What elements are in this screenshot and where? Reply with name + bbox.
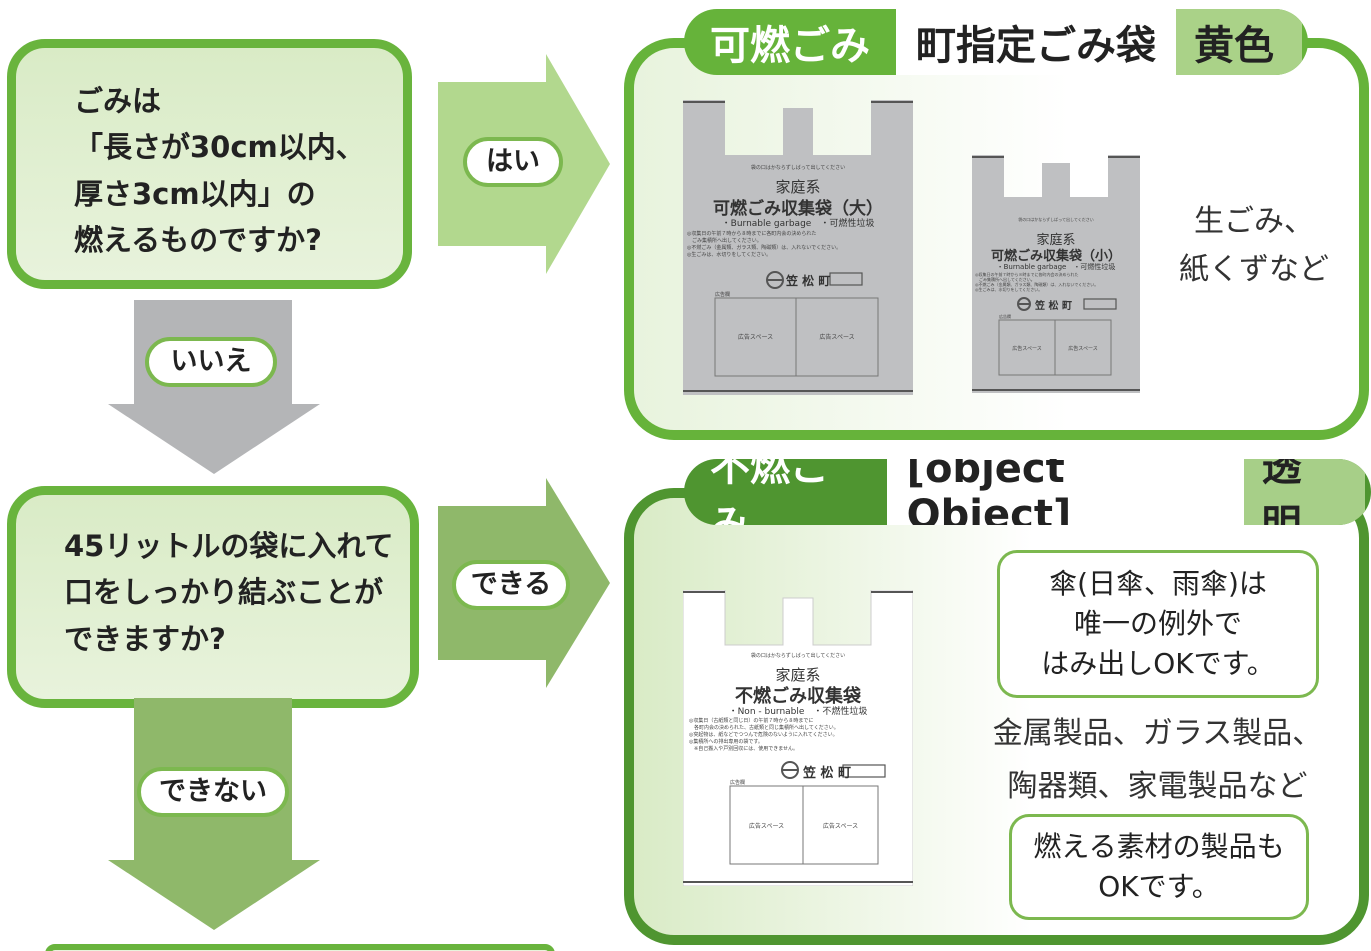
description-line: 紙くずなど <box>1179 252 1329 287</box>
bag-ad-space: 広告スペース <box>822 823 859 830</box>
can-label: できる <box>452 560 570 610</box>
bag-town: 笠 松 町 <box>1035 301 1072 312</box>
question-2-line: 45リットルの袋に入れて <box>64 529 394 563</box>
question-box-1: ごみは 「長さが30cm以内、 厚さ3cm以内」の 燃えるものですか? <box>7 39 412 289</box>
bag-ad-header: 広告欄 <box>715 292 731 298</box>
nonburnable-bag-type: [object Object] <box>886 459 1244 525</box>
bag-rule: ごみ集積所へ出してください。 <box>975 277 1035 282</box>
burnable-header: 可燃ごみ 町指定ごみ袋 黄色 <box>684 9 1308 75</box>
no-arrow <box>108 300 320 474</box>
bag-rule: ◎集積所への排出専用の袋です。 <box>689 739 763 745</box>
question-2-line: できますか? <box>64 621 226 656</box>
bag-top-note: 袋の口はかならずしばって出してください <box>750 165 846 171</box>
nonburnable-bag-color: 透明 <box>1243 459 1365 525</box>
question-1-line: 「長さが30cm以内、 <box>74 130 365 165</box>
bag-rule: ◎収集日（古紙類と同じ日）の午前７時から８時までに <box>689 718 814 724</box>
bag-ad-header: 広告欄 <box>999 314 1011 319</box>
bag-ad-space: 広告スペース <box>748 823 785 830</box>
bag-rule: ◎収集日の午前７時から８時までに各町内会の決められた <box>687 231 817 237</box>
bag-top-note: 袋の口はかならずしばって出してください <box>1018 217 1094 222</box>
bag-rule: 各町内会の決められた、古紙類と同じ集積所へ出してください。 <box>689 725 839 731</box>
question-box-2: 45リットルの袋に入れて 口をしっかり結ぶことが できますか? <box>7 486 419 708</box>
bag-title: 可燃ごみ収集袋（大） <box>713 199 883 219</box>
question-1-line: ごみは <box>74 84 162 118</box>
bag-rule: ◎突起物は、紙などでつつんで危険のないように入れてください。 <box>689 732 838 738</box>
bag-household: 家庭系 <box>775 666 821 684</box>
bag-ad-space: 広告スペース <box>737 334 774 341</box>
description-line: 陶器類、家電製品など <box>1007 768 1308 804</box>
next-question-box-edge <box>45 944 555 951</box>
nonburnable-description: 金属製品、ガラス製品、 陶器類、家電製品など <box>980 708 1335 813</box>
nonburnable-bag: 袋の口はかならずしばって出してください 家庭系 不燃ごみ収集袋 ・Non - b… <box>683 590 913 886</box>
burnable-bag-small: 袋の口はかならずしばって出してください 家庭系 可燃ごみ収集袋（小） ・Burn… <box>972 155 1140 393</box>
bag-subtitle: ・Burnable garbage ・可燃性垃圾 <box>721 219 875 229</box>
burnable-category: 可燃ごみ <box>710 23 870 69</box>
question-2-line: 口をしっかり結ぶことが <box>64 575 384 610</box>
bag-town: 笠 松 町 <box>786 274 831 288</box>
note-line: 燃える素材の製品も <box>1033 830 1285 864</box>
bag-subtitle: ・Non - burnable ・不燃性垃圾 <box>728 707 868 717</box>
burnable-material-note: 燃える素材の製品も OKです。 <box>1009 814 1309 920</box>
bag-rule: ◎収集日の午前７時から８時までに各町内会の決められた <box>975 272 1079 277</box>
bag-title: 可燃ごみ収集袋（小） <box>990 249 1121 264</box>
bag-title: 不燃ごみ収集袋 <box>735 686 861 707</box>
burnable-bag-color: 黄色 <box>1176 9 1302 75</box>
note-line: 傘(日傘、雨傘)は <box>1049 567 1267 601</box>
bag-rule: ◎生ごみは、水切りをしてください。 <box>975 287 1043 292</box>
bag-ad-header: 広告欄 <box>730 780 746 786</box>
bag-ad-space: 広告スペース <box>1068 346 1098 352</box>
bag-rule: ◎不燃ごみ（金属類、ガラス類、陶磁類）は、入れないでください。 <box>975 282 1099 287</box>
yes-label: はい <box>463 137 563 187</box>
burnable-bag-type: 町指定ごみ袋 <box>896 9 1176 75</box>
bag-ad-space: 広告スペース <box>1012 346 1042 352</box>
description-line: 生ごみ、 <box>1194 204 1314 239</box>
nonburnable-category: 不燃ごみ <box>710 459 830 525</box>
bag-subtitle: ・Burnable garbage ・可燃性垃圾 <box>996 263 1116 271</box>
bag-rule: ◎生ごみは、水切りをしてください。 <box>687 252 772 258</box>
burnable-description: 生ごみ、 紙くずなど <box>1164 198 1344 294</box>
bag-town: 笠 松 町 <box>803 766 852 781</box>
description-line: 金属製品、ガラス製品、 <box>992 716 1323 751</box>
burnable-bag-large: 袋の口はかならずしばって出してください 家庭系 可燃ごみ収集袋（大） ・Burn… <box>683 100 913 395</box>
cannot-label: できない <box>137 767 289 817</box>
note-line: 唯一の例外で <box>1073 607 1242 641</box>
bag-rule: ごみ集積所へ出してください。 <box>687 238 762 244</box>
umbrella-exception-note: 傘(日傘、雨傘)は 唯一の例外で はみ出しOKです。 <box>997 550 1319 698</box>
note-line: はみ出しOKです。 <box>1041 646 1275 680</box>
bag-household: 家庭系 <box>775 178 821 196</box>
question-1-line: 厚さ3cm以内」の <box>74 176 316 211</box>
bag-rule: ◎不燃ごみ（金属類、ガラス類、陶磁類）は、入れないでください。 <box>687 245 842 251</box>
bag-household: 家庭系 <box>1036 233 1076 248</box>
bag-ad-space: 広告スペース <box>819 334 855 341</box>
no-label: いいえ <box>145 337 277 387</box>
bag-rule: ※自己搬入や戸別回収には、使用できません。 <box>689 746 799 752</box>
bag-top-note: 袋の口はかならずしばって出してください <box>750 653 846 659</box>
nonburnable-header: 不燃ごみ [object Object] 透明 <box>684 459 1371 525</box>
question-1-line: 燃えるものですか? <box>74 223 322 258</box>
note-line: OKです。 <box>1098 870 1220 903</box>
